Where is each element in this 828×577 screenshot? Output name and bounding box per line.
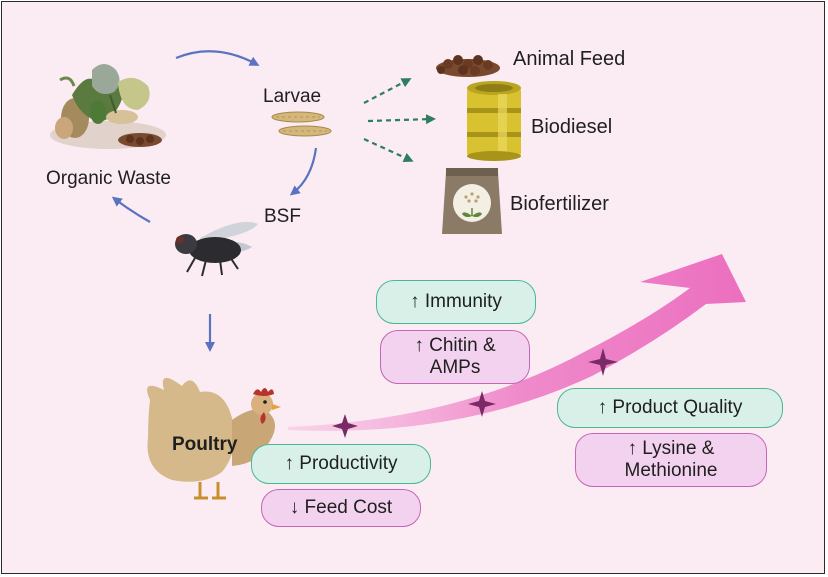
lysine-methionine-box: ↑ Lysine & Methionine — [575, 433, 767, 487]
fertilizer-bag-icon — [442, 168, 502, 234]
star-marker-icon — [468, 391, 496, 417]
feed-pellets-icon — [436, 55, 500, 77]
larvae-label: Larvae — [263, 86, 322, 107]
biodiesel-barrel-icon — [467, 81, 521, 161]
bsf-label: BSF — [264, 206, 301, 227]
productivity-text: ↑ Productivity — [284, 453, 398, 475]
feed-cost-text: ↓ Feed Cost — [289, 497, 393, 519]
productivity-box: ↑ Productivity — [251, 444, 431, 484]
poultry-label: Poultry — [172, 434, 238, 455]
star-marker-icon — [332, 414, 358, 438]
larvae-icon — [271, 111, 332, 137]
biodiesel-label: Biodiesel — [531, 116, 613, 138]
immunity-box: ↑ Immunity — [376, 280, 536, 324]
bsf-to-waste-arrow — [111, 196, 151, 223]
fly-icon — [175, 221, 258, 277]
organic-waste-pile-icon — [50, 64, 166, 149]
organic-waste-label: Organic Waste — [46, 168, 171, 189]
larvae-to-biofertilizer-arrow — [363, 137, 414, 163]
larvae-to-feed-arrow — [363, 78, 412, 104]
waste-to-larvae-arrow — [175, 50, 260, 66]
larvae-to-biodiesel-arrow — [367, 114, 436, 125]
chitin-text-line1: ↑ Chitin & — [414, 335, 496, 357]
lysine-text-line1: ↑ Lysine & — [627, 438, 715, 460]
product-quality-text: ↑ Product Quality — [597, 397, 743, 419]
animal-feed-label: Animal Feed — [513, 48, 626, 70]
rooster-icon — [147, 377, 281, 500]
trend-arrow — [288, 254, 746, 431]
immunity-text: ↑ Immunity — [410, 291, 502, 313]
product-quality-box: ↑ Product Quality — [557, 388, 783, 428]
chitin-text-line2: AMPs — [429, 357, 481, 378]
feed-cost-box: ↓ Feed Cost — [261, 489, 421, 527]
larvae-to-bsf-arrow — [289, 147, 318, 196]
chitin-amps-box: ↑ Chitin & AMPs — [380, 330, 530, 384]
lysine-text-line2: Methionine — [624, 460, 718, 481]
star-marker-icon — [588, 348, 618, 376]
biofertilizer-label: Biofertilizer — [510, 193, 609, 215]
